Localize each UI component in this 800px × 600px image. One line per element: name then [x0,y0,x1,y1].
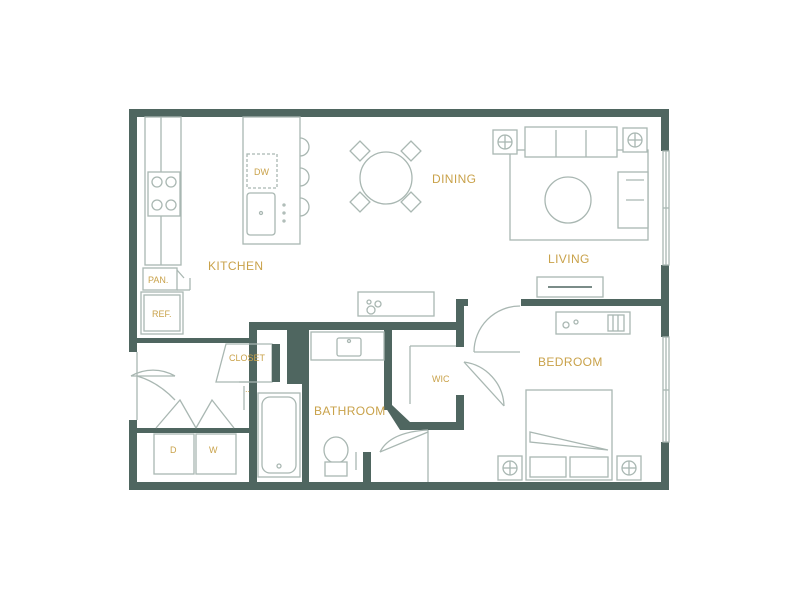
label-bedroom: BEDROOM [538,355,603,369]
room-labels: KITCHEN DINING LIVING BEDROOM BATHROOM [208,172,603,418]
interior-walls [129,299,669,490]
svg-text:..: .. [245,384,250,394]
label-living: LIVING [548,252,590,266]
bathroom-fixtures [257,331,385,478]
label-dryer: D [170,445,177,455]
windows [662,150,670,443]
dining-table [349,140,422,213]
label-dining: DINING [432,172,476,186]
label-refrigerator: REF. [152,309,172,319]
living-furniture [357,126,649,317]
label-pantry: PAN. [148,275,168,285]
closet-fixtures: .. [153,343,456,475]
label-kitchen: KITCHEN [208,259,263,273]
fixture-labels: DW PAN. REF. CLOSET WIC D W [148,167,450,455]
kitchen-fixtures [140,116,310,335]
label-dishwasher: DW [254,167,269,177]
label-closet: CLOSET [229,353,266,363]
bedroom-furniture [497,311,642,481]
label-wic: WIC [432,374,450,384]
label-bathroom: BATHROOM [314,404,386,418]
label-washer: W [209,445,218,455]
